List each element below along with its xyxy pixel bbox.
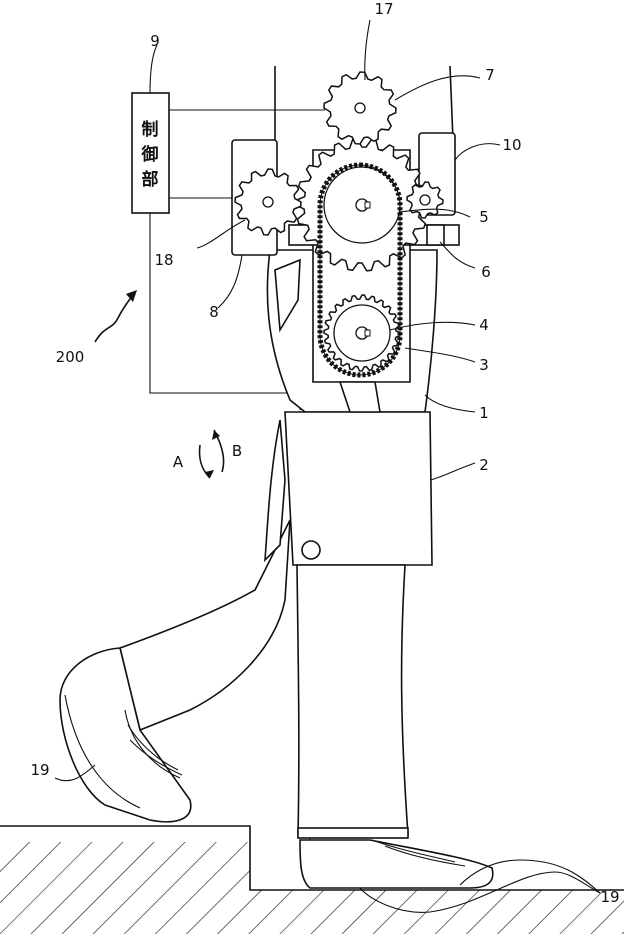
sensor-6 xyxy=(426,224,445,246)
label-8: 8 xyxy=(209,303,219,321)
rotation-arrows xyxy=(198,429,225,479)
controller-char-2: 御 xyxy=(141,144,159,165)
label-200: 200 xyxy=(56,348,85,366)
label-17: 17 xyxy=(374,0,393,18)
label-19-front: 19 xyxy=(600,888,619,906)
chain-outline xyxy=(319,164,401,376)
label-1: 1 xyxy=(479,404,489,422)
rear-leg xyxy=(59,519,291,823)
leader-200 xyxy=(94,294,134,343)
trunk-line-right xyxy=(449,65,454,141)
gear-18-shaft xyxy=(262,196,274,208)
label-18: 18 xyxy=(154,251,173,269)
gear-5-large-key xyxy=(364,201,371,209)
standing-leg xyxy=(296,564,494,889)
gear-10-small-shaft xyxy=(419,194,431,206)
controller-char-1: 制 xyxy=(142,119,159,140)
label-a: A xyxy=(173,453,184,471)
label-10: 10 xyxy=(502,136,521,154)
gear-4-key xyxy=(364,329,371,337)
gear-18 xyxy=(234,168,302,236)
upper-leg-cuff xyxy=(264,411,433,566)
arrow-200 xyxy=(126,290,137,302)
label-3: 3 xyxy=(479,356,489,374)
ground xyxy=(0,825,624,934)
label-6: 6 xyxy=(481,263,491,281)
label-4: 4 xyxy=(479,316,489,334)
gear-4 xyxy=(323,294,401,372)
gear-10-small xyxy=(406,181,444,219)
leader-lines xyxy=(54,19,601,913)
controller-box: 制 御 部 xyxy=(131,92,170,214)
gear-17 xyxy=(323,71,397,145)
controller-char-3: 部 xyxy=(142,169,159,190)
label-5: 5 xyxy=(479,208,489,226)
label-2: 2 xyxy=(479,456,489,474)
label-b: B xyxy=(232,442,242,460)
label-7: 7 xyxy=(485,66,495,84)
label-19-rear: 19 xyxy=(30,761,49,779)
label-9: 9 xyxy=(150,32,160,50)
gear-17-shaft xyxy=(354,102,366,114)
